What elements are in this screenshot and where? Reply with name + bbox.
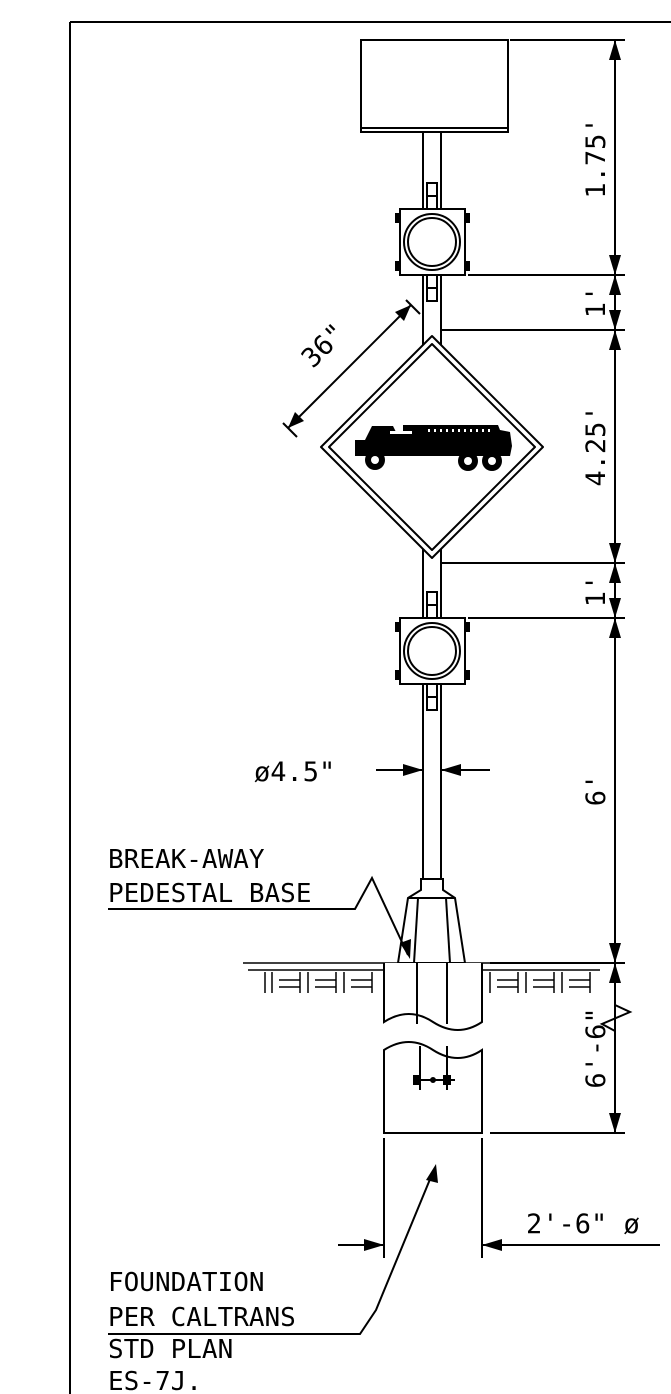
dim-pole-diameter: ø4.5" (254, 757, 335, 788)
fire-station-warning-sign (320, 335, 544, 559)
label-foundation-line3: STD PLAN (108, 1335, 233, 1365)
diamond-side-dimension (282, 299, 421, 438)
dim-lower-gap: 1' (581, 575, 612, 608)
foundation-upper (383, 963, 483, 1031)
foundation-lower (383, 1041, 483, 1134)
dim-foundation-diameter: 2'-6" ø (526, 1209, 640, 1240)
dim-pole-height: 6' (581, 774, 612, 807)
dim-diamond-side: 36" (296, 318, 352, 374)
lower-beacon (395, 591, 470, 711)
dim-upper-gap: 1' (581, 286, 612, 319)
base-leader (108, 875, 411, 959)
diamond-side-arrowheads (288, 305, 411, 428)
pole-diameter-arrowheads (403, 764, 461, 776)
label-foundation-line1: FOUNDATION (108, 1268, 265, 1298)
label-base-line1: BREAK-AWAY (108, 845, 265, 875)
top-plaque-sign (360, 39, 509, 133)
label-base-line2: PEDESTAL BASE (108, 879, 312, 909)
dimension-break-symbol (599, 1004, 633, 1032)
label-foundation-line4: ES-7J. (108, 1367, 202, 1394)
dimension-arrowheads (609, 40, 621, 1133)
fire-truck-icon (355, 425, 512, 471)
dim-top-sign: 1.75' (581, 117, 612, 198)
dim-diamond-sign: 4.25' (581, 405, 612, 486)
label-foundation-line2: PER CALTRANS (108, 1303, 296, 1333)
foundation-leader (108, 1164, 438, 1335)
dim-foundation-depth: 6'-6" (581, 1007, 612, 1088)
upper-beacon (395, 182, 470, 302)
foundation-diameter-arrowheads (364, 1239, 502, 1251)
